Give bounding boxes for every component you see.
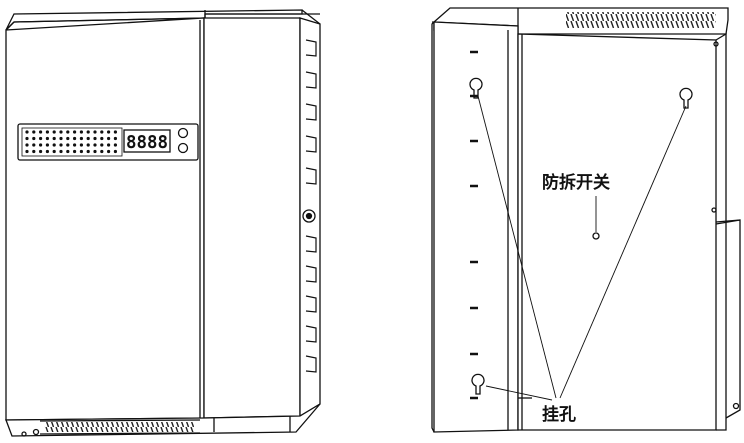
led-dot xyxy=(66,136,70,141)
led-dot xyxy=(107,143,111,147)
led-dot xyxy=(113,143,117,147)
mounting-holes-label: 挂孔 xyxy=(542,404,576,425)
led-dot xyxy=(52,130,56,134)
mounting-hole-top-left xyxy=(469,77,483,99)
led-dot xyxy=(32,149,36,154)
led-dot xyxy=(66,149,70,154)
mounting-hole-top-right xyxy=(679,87,693,109)
led-dot xyxy=(66,130,70,134)
front-door-panel xyxy=(203,17,301,419)
led-dot xyxy=(107,149,111,154)
led-dot xyxy=(86,136,90,141)
led-dot xyxy=(79,130,83,134)
rear-top-grille xyxy=(566,12,716,28)
led-dot xyxy=(93,143,97,147)
led-dot xyxy=(93,149,97,154)
led-dot xyxy=(32,143,36,147)
led-dot xyxy=(107,130,111,134)
rear-view xyxy=(431,7,741,433)
led-dot xyxy=(59,143,63,147)
led-dot xyxy=(113,149,117,154)
led-dot xyxy=(73,143,77,147)
led-dot xyxy=(39,136,43,141)
front-view xyxy=(5,9,321,437)
led-dot xyxy=(45,143,50,147)
led-dot xyxy=(52,149,56,154)
led-dot xyxy=(52,136,56,141)
tamper-switch-label: 防拆开关 xyxy=(542,172,610,193)
led-dot xyxy=(45,136,50,141)
indicator-panel xyxy=(17,123,199,161)
led-dot xyxy=(79,143,83,147)
panel-button-bottom xyxy=(177,142,189,154)
led-dot xyxy=(32,130,36,134)
led-dot xyxy=(59,130,63,134)
mounting-hole-bottom-left xyxy=(471,373,485,395)
led-dot xyxy=(79,136,83,141)
seven-segment-display xyxy=(123,129,171,153)
led-dot xyxy=(32,136,36,141)
led-dot xyxy=(73,149,77,154)
rear-back-panel xyxy=(517,33,717,431)
led-dot xyxy=(39,143,43,147)
led-dot xyxy=(39,149,43,154)
led-dot xyxy=(107,136,111,141)
led-dot xyxy=(113,130,117,134)
front-bottom-grille xyxy=(44,422,194,432)
led-dot xyxy=(100,130,104,134)
led-dot xyxy=(25,149,29,154)
panel-button-top xyxy=(177,127,189,139)
led-dot xyxy=(66,143,70,147)
led-dot xyxy=(59,149,63,154)
led-indicator-grid xyxy=(25,130,117,154)
led-dot xyxy=(86,149,90,154)
rear-left-side xyxy=(433,21,519,433)
tamper-switch xyxy=(592,232,600,240)
led-dot xyxy=(39,130,43,134)
front-side-slots xyxy=(305,39,317,373)
front-key-lock xyxy=(302,209,316,223)
led-dot xyxy=(86,130,90,134)
led-dot xyxy=(93,130,97,134)
led-dot xyxy=(100,149,104,154)
led-dot xyxy=(100,136,104,141)
led-dot xyxy=(100,143,104,147)
mounting-hole-leader-lines xyxy=(477,95,687,401)
led-dot xyxy=(93,136,97,141)
led-dot xyxy=(86,143,90,147)
led-dot xyxy=(25,130,29,134)
led-dot xyxy=(45,149,50,154)
led-dot xyxy=(59,136,63,141)
led-dot xyxy=(79,149,83,154)
led-dot xyxy=(25,136,29,141)
seven-segment-digits: 8888 xyxy=(126,132,168,153)
led-dot xyxy=(73,130,77,134)
led-dot xyxy=(25,143,29,147)
led-dot xyxy=(52,143,56,147)
led-dot xyxy=(73,136,77,141)
led-dot xyxy=(45,130,50,134)
led-dot xyxy=(113,136,117,141)
front-panel-left xyxy=(5,17,205,421)
